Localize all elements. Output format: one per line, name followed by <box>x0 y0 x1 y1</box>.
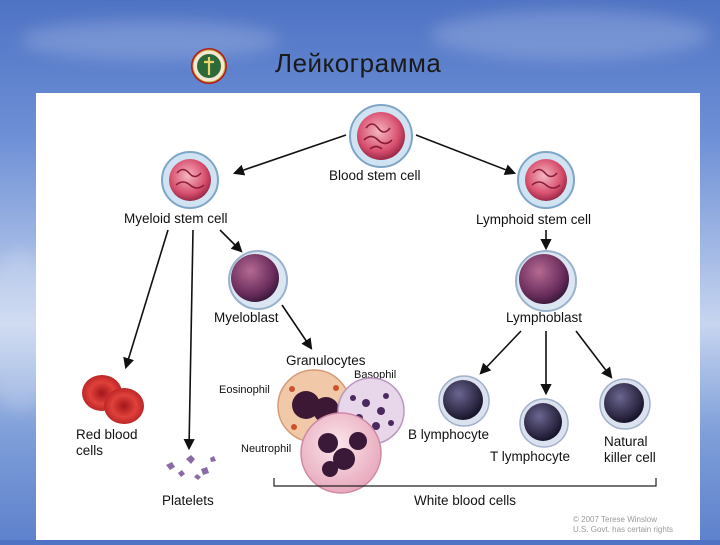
natural-killer-label-1: Natural <box>604 434 648 449</box>
arrow-myeloid-to-platelets <box>183 229 195 451</box>
lymphoid-stem-cell-label: Lymphoid stem cell <box>476 212 591 227</box>
arrow-myeloid-to-rbc <box>123 229 169 370</box>
b-lymphocyte-label: B lymphocyte <box>408 427 489 442</box>
granulocytes-label: Granulocytes <box>286 353 366 368</box>
t-lymphocyte-image <box>519 398 569 448</box>
red-blood-cells-label-1: Red blood <box>76 427 138 442</box>
lymphoid-stem-cell-image <box>517 151 575 209</box>
arrow-lymphoblast-to-b <box>479 330 522 375</box>
white-blood-cells-bracket <box>273 478 657 487</box>
blood-stem-cell-image <box>349 104 413 168</box>
natural-killer-label-2: killer cell <box>604 450 656 465</box>
b-lymphocyte-image <box>438 375 490 427</box>
lymphoblast-label: Lymphoblast <box>506 310 582 325</box>
eosinophil-label: Eosinophil <box>219 384 270 396</box>
arrow-lymphoblast-to-nk <box>575 330 613 379</box>
neutrophil-image <box>300 412 382 494</box>
myeloid-stem-cell-label: Myeloid stem cell <box>124 211 228 226</box>
copyright-line-1: © 2007 Terese Winslow <box>573 515 657 524</box>
myeloblast-image <box>228 250 288 310</box>
red-blood-cells-image <box>82 375 144 424</box>
blood-stem-cell-label: Blood stem cell <box>329 168 421 183</box>
red-blood-cells-label-2: cells <box>76 443 103 458</box>
copyright-line-2: U.S. Govt. has certain rights <box>573 525 673 534</box>
natural-killer-cell-image <box>599 378 651 430</box>
white-blood-cells-label: White blood cells <box>414 493 516 508</box>
arrow-myeloid-to-myeloblast <box>219 229 243 253</box>
neutrophil-label: Neutrophil <box>241 443 291 455</box>
blood-cell-diagram: Blood stem cell Myeloid stem cell Lympho… <box>76 104 673 534</box>
diagram-panel: Blood stem cell Myeloid stem cell Lympho… <box>36 93 700 540</box>
arrow-stem-to-myeloid <box>232 134 347 176</box>
myeloid-stem-cell-image <box>161 151 219 209</box>
t-lymphocyte-label: T lymphocyte <box>490 449 570 464</box>
arrow-myeloblast-to-granulocytes <box>281 304 313 350</box>
emblem-icon <box>191 48 227 84</box>
arrows <box>123 134 613 451</box>
lymphoblast-image <box>515 250 577 312</box>
arrow-stem-to-lymphoid <box>415 134 517 175</box>
myeloblast-label: Myeloblast <box>214 310 279 325</box>
platelets-label: Platelets <box>162 493 214 508</box>
platelets-image <box>166 455 216 480</box>
slide-title: Лейкограмма <box>275 48 442 78</box>
